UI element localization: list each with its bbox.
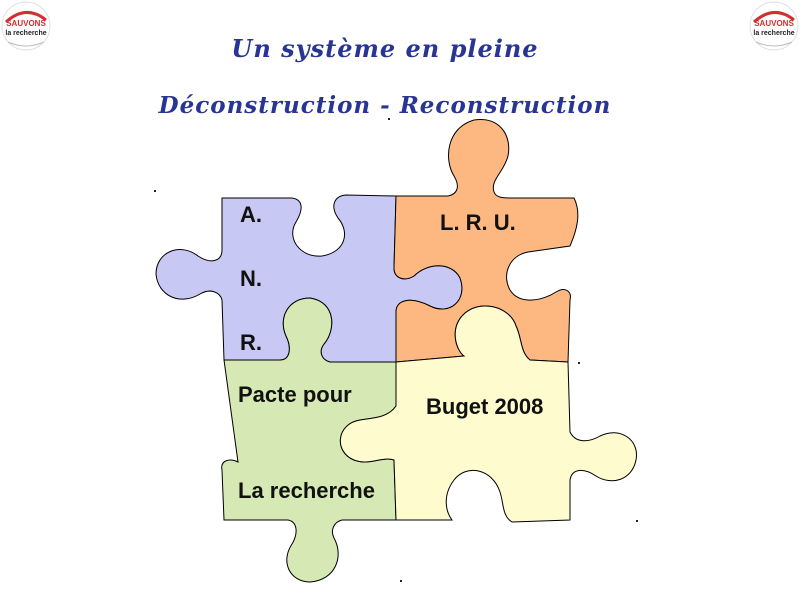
puzzle-piece-budget — [339, 305, 637, 523]
piece-label-pacte-line2: La recherche — [238, 478, 375, 503]
stray-dot — [154, 190, 156, 192]
sauvons-la-recherche-logo-right: SAUVONS la recherche — [749, 1, 799, 51]
stray-dot — [388, 118, 390, 120]
stray-dot — [636, 520, 638, 522]
piece-label-pacte-line1: Pacte pour — [238, 382, 352, 407]
stray-dot — [578, 362, 580, 364]
svg-text:la recherche: la recherche — [753, 30, 794, 37]
slide-title-line1: Un système en pleine — [231, 34, 539, 63]
piece-label-budget: Buget 2008 — [426, 394, 544, 419]
stray-dot — [400, 580, 402, 582]
piece-label-anr-r: R. — [240, 330, 262, 355]
puzzle-piece-lru — [393, 119, 579, 363]
svg-text:SAUVONS: SAUVONS — [754, 19, 794, 28]
piece-label-anr-n: N. — [240, 266, 262, 291]
sauvons-la-recherche-logo: SAUVONS la recherche — [1, 1, 51, 51]
piece-label-anr-a: A. — [240, 202, 262, 227]
piece-label-lru: L. R. U. — [440, 210, 516, 235]
svg-text:SAUVONS: SAUVONS — [6, 19, 46, 28]
svg-text:la recherche: la recherche — [5, 30, 46, 37]
slide-title-line2: Déconstruction - Reconstruction — [158, 92, 612, 119]
